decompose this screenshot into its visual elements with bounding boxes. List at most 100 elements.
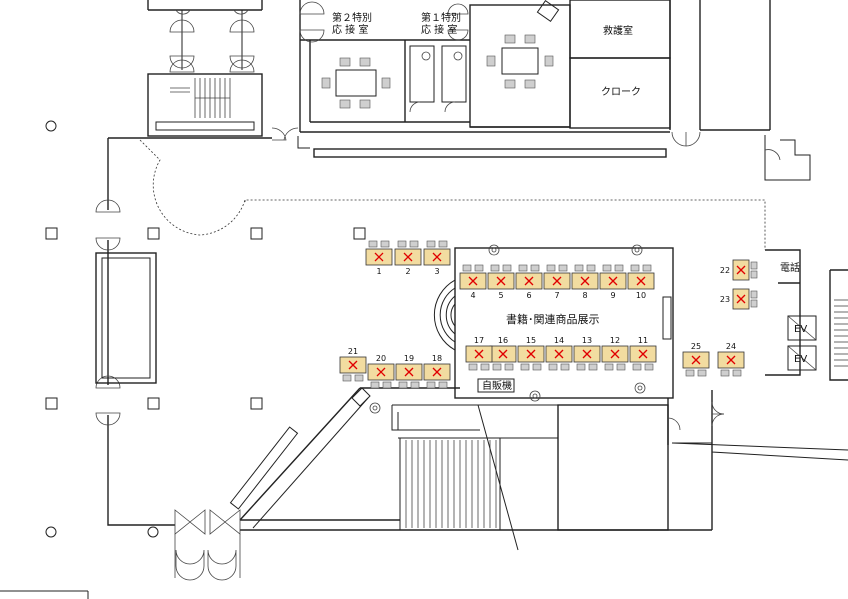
booth-chair — [644, 363, 654, 371]
booth-19[interactable]: 19 — [395, 354, 423, 389]
booth-chair — [474, 264, 484, 272]
booth-x-mark — [432, 252, 442, 262]
booth-number: 1 — [376, 267, 381, 276]
outer-walls — [95, 127, 766, 526]
booth-6[interactable]: 6 — [515, 264, 543, 300]
booth-25[interactable]: 25 — [682, 342, 710, 377]
booth-x-mark — [610, 349, 620, 359]
booth-x-mark — [432, 367, 442, 377]
booth-chair — [685, 369, 695, 377]
booth-number: 23 — [720, 295, 730, 304]
booth-chair — [750, 270, 758, 279]
booth-number: 2 — [405, 267, 410, 276]
booth-9[interactable]: 9 — [599, 264, 627, 300]
booth-chair — [604, 363, 614, 371]
booth-10[interactable]: 10 — [627, 264, 655, 300]
booth-chair — [504, 363, 514, 371]
booth-chair — [732, 369, 742, 377]
booth-24[interactable]: 24 — [717, 342, 745, 377]
booth-15[interactable]: 15 — [517, 336, 545, 371]
room-label-first-aid: 救護室 — [603, 24, 633, 37]
booth-5[interactable]: 5 — [487, 264, 515, 300]
booth-x-mark — [376, 367, 386, 377]
booth-x-mark — [498, 349, 508, 359]
booth-chair — [560, 363, 570, 371]
booth-17[interactable]: 17 — [465, 336, 493, 371]
room-label-vending: 自販機 — [482, 379, 512, 392]
booth-13[interactable]: 13 — [573, 336, 601, 371]
booth-x-mark — [404, 367, 414, 377]
booth-chair — [480, 363, 490, 371]
booth-number: 20 — [376, 354, 386, 363]
booth-chair — [576, 363, 586, 371]
booth-23[interactable]: 23 — [720, 288, 758, 310]
booth-number: 17 — [474, 336, 484, 345]
booth-x-mark — [608, 276, 618, 286]
booth-x-mark — [403, 252, 413, 262]
booth-20[interactable]: 20 — [367, 354, 395, 389]
room-label-ev-2: EV — [794, 354, 807, 365]
booth-2[interactable]: 2 — [394, 240, 422, 276]
booth-number: 18 — [432, 354, 442, 363]
booth-x-mark — [524, 276, 534, 286]
booth-chair — [750, 290, 758, 299]
booth-x-mark — [726, 355, 736, 365]
booth-chair — [602, 264, 612, 272]
room-label-cloak: クローク — [601, 86, 641, 98]
booth-11[interactable]: 11 — [629, 336, 657, 371]
booth-chair — [750, 299, 758, 308]
booth-chair — [342, 374, 352, 382]
reception-rooms — [299, 0, 670, 133]
booth-chair — [642, 264, 652, 272]
booth-4[interactable]: 4 — [459, 264, 487, 300]
booth-21[interactable]: 21 — [339, 347, 367, 382]
booth-14[interactable]: 14 — [545, 336, 573, 371]
booth-7[interactable]: 7 — [543, 264, 571, 300]
booth-16[interactable]: 16 — [489, 336, 517, 371]
booth-chair — [397, 240, 407, 248]
booth-x-mark — [736, 265, 746, 275]
booth-chair — [398, 381, 408, 389]
booth-x-mark — [554, 349, 564, 359]
booth-1[interactable]: 1 — [365, 240, 393, 276]
room-label-special-reception-2-l1: 第２特別 — [332, 11, 372, 24]
room-label-special-reception-1-l2: 応 接 室 — [421, 23, 457, 36]
booth-chair — [720, 369, 730, 377]
booth-chair — [616, 363, 626, 371]
booth-chair — [574, 264, 584, 272]
booth-number: 24 — [726, 342, 736, 351]
booth-x-mark — [496, 276, 506, 286]
booth-12[interactable]: 12 — [601, 336, 629, 371]
booth-chair — [532, 363, 542, 371]
booth-chair — [410, 381, 420, 389]
booth-number: 8 — [582, 291, 587, 300]
booth-chair — [468, 363, 478, 371]
booth-chair — [492, 363, 502, 371]
booth-chair — [630, 264, 640, 272]
booth-chair — [632, 363, 642, 371]
booth-chair — [588, 363, 598, 371]
booth-chair — [354, 374, 364, 382]
booth-chair — [380, 240, 390, 248]
booth-number: 11 — [638, 336, 648, 345]
booth-x-mark — [474, 349, 484, 359]
booth-chair — [548, 363, 558, 371]
booth-3[interactable]: 3 — [423, 240, 451, 276]
booth-chair — [697, 369, 707, 377]
booth-22[interactable]: 22 — [720, 259, 758, 281]
booth-chair — [370, 381, 380, 389]
booth-number: 10 — [636, 291, 646, 300]
booth-8[interactable]: 8 — [571, 264, 599, 300]
booth-18[interactable]: 18 — [423, 354, 451, 389]
booth-x-mark — [636, 276, 646, 286]
booth-chair — [546, 264, 556, 272]
booth-number: 13 — [582, 336, 592, 345]
booth-x-mark — [582, 349, 592, 359]
lower-area — [240, 387, 848, 551]
phone-ev-area — [765, 249, 848, 381]
booth-number: 15 — [526, 336, 536, 345]
booth-x-mark — [348, 360, 358, 370]
top-structures — [147, 0, 263, 137]
booth-chair — [426, 381, 436, 389]
